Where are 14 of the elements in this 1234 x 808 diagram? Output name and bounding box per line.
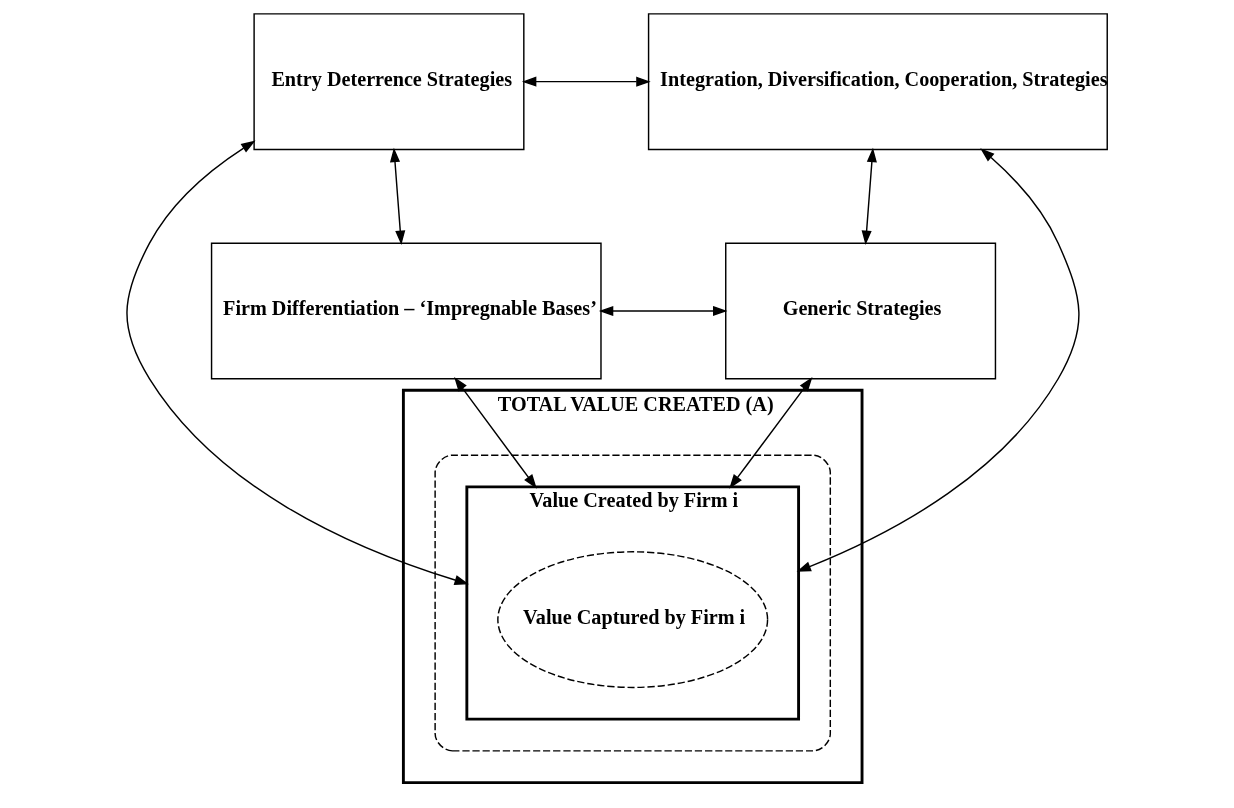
arrow: [861, 147, 877, 246]
arrow: [126, 140, 469, 585]
node-box: Generic Strategies: [725, 242, 997, 380]
arrow: [521, 76, 651, 87]
cluster: [434, 454, 832, 752]
arrow: [729, 377, 813, 489]
node-box: Firm Differentiation – ‘Impregnable Bases’: [210, 242, 602, 380]
node-box: Integration, Diversification, Cooperation, Strategies: [647, 13, 1108, 151]
arrow: [454, 377, 537, 489]
arrow: [598, 305, 728, 317]
node-box: Entry Deterrence Strategies: [253, 13, 525, 151]
node-ellipse: Value Captured by Firm i: [497, 551, 769, 689]
arrow: [389, 147, 406, 246]
arrow: [796, 148, 1080, 572]
